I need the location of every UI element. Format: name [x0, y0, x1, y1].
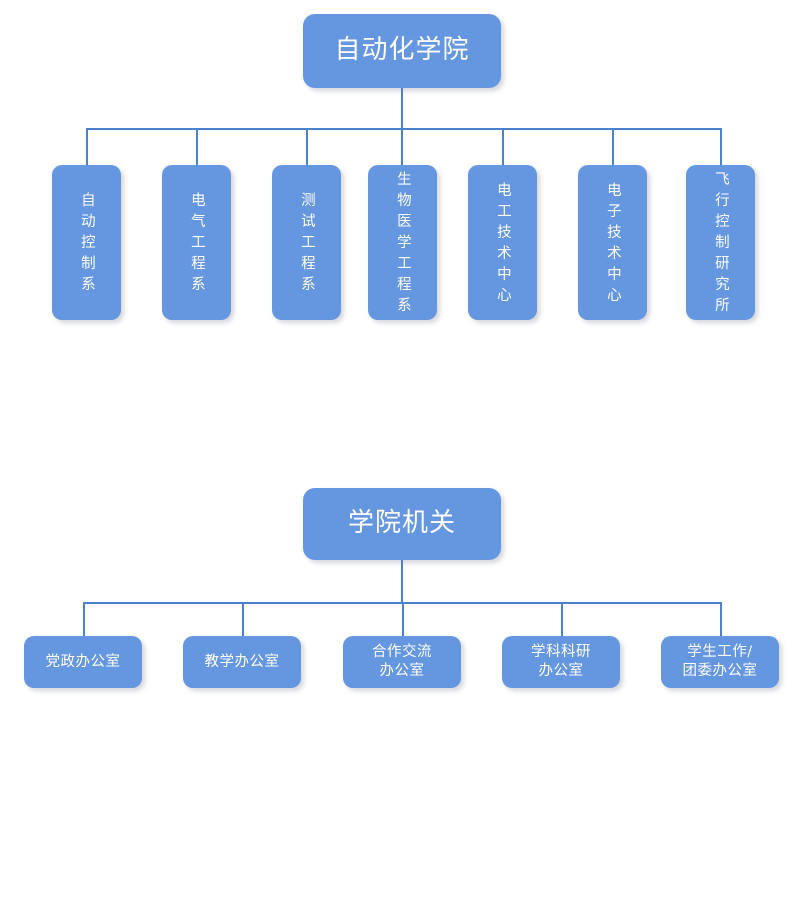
connector-horizontal-bus-administration [83, 602, 720, 604]
node-label-line1: 党政办公室 [45, 653, 121, 670]
root-node-administration[interactable]: 学院机关 [303, 488, 501, 560]
node-label-line2: 办公室 [538, 663, 584, 679]
connector-drop-7-academic [720, 128, 722, 166]
connector-drop-2-administration [242, 602, 244, 637]
node-student-affairs-youth-league-office[interactable]: 学生工作/ 团委办公室 [661, 636, 779, 688]
connector-drop-5-administration [720, 602, 722, 637]
node-electrical-technology-center[interactable]: 电工技术中心 [468, 165, 537, 320]
node-discipline-research-office[interactable]: 学科科研 办公室 [502, 636, 620, 688]
node-teaching-office[interactable]: 教学办公室 [183, 636, 301, 688]
node-biomedical-engineering-department[interactable]: 生物医学工程系 [368, 165, 437, 320]
connector-drop-3-administration [402, 602, 404, 637]
root-node-academic[interactable]: 自动化学院 [303, 14, 501, 88]
connector-drop-1-administration [83, 602, 85, 637]
node-automatic-control-department[interactable]: 自动控制系 [52, 165, 121, 320]
connector-drop-2-academic [196, 128, 198, 166]
node-label-line1: 教学办公室 [204, 653, 280, 670]
connector-drop-1-academic [86, 128, 88, 166]
connector-drop-6-academic [612, 128, 614, 166]
node-label-line1: 合作交流 [372, 644, 432, 661]
connector-root-stem-administration [401, 560, 403, 603]
node-label-line2: 团委办公室 [682, 663, 758, 679]
node-cooperation-exchange-office[interactable]: 合作交流 办公室 [343, 636, 461, 688]
connector-root-stem-academic [401, 88, 403, 129]
connector-drop-4-administration [561, 602, 563, 637]
node-label-line2: 办公室 [379, 663, 425, 679]
node-electrical-engineering-department[interactable]: 电气工程系 [162, 165, 231, 320]
node-party-government-office[interactable]: 党政办公室 [24, 636, 142, 688]
node-label-line1: 学生工作/ [687, 644, 753, 661]
node-flight-control-research-institute[interactable]: 飞行控制研究所 [686, 165, 755, 320]
node-label-line1: 学科科研 [531, 644, 591, 661]
connector-drop-4-academic [401, 128, 403, 166]
connector-drop-5-academic [502, 128, 504, 166]
node-electronic-technology-center[interactable]: 电子技术中心 [578, 165, 647, 320]
node-test-engineering-department[interactable]: 测试工程系 [272, 165, 341, 320]
connector-horizontal-bus-academic [86, 128, 720, 130]
connector-drop-3-academic [306, 128, 308, 166]
